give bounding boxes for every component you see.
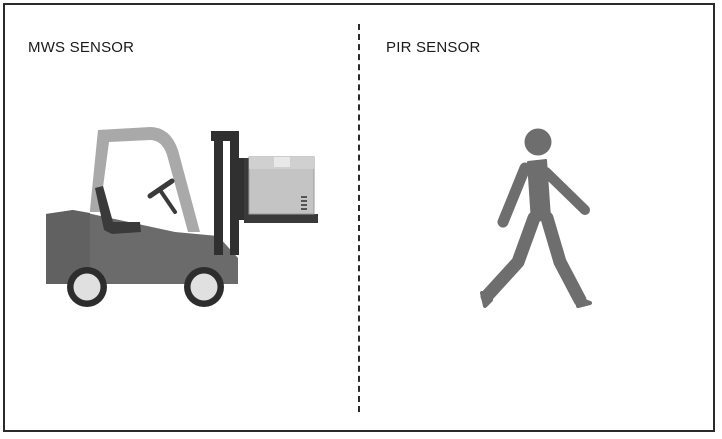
forklift-mast bbox=[211, 131, 246, 255]
cargo-box-icon bbox=[248, 156, 315, 215]
panel-divider bbox=[358, 24, 360, 412]
forklift-icon bbox=[46, 127, 318, 307]
forklift-seat bbox=[95, 186, 141, 234]
forklift-forks bbox=[244, 158, 318, 223]
forklift-cab bbox=[90, 127, 200, 232]
front-wheel-icon bbox=[184, 267, 224, 307]
rear-wheel-icon bbox=[67, 267, 107, 307]
steering-wheel-icon bbox=[147, 178, 177, 214]
walking-person-icon bbox=[480, 128, 592, 308]
pir-sensor-label: PIR SENSOR bbox=[386, 39, 481, 56]
forklift-body bbox=[46, 210, 238, 284]
mws-sensor-label: MWS SENSOR bbox=[28, 39, 135, 56]
